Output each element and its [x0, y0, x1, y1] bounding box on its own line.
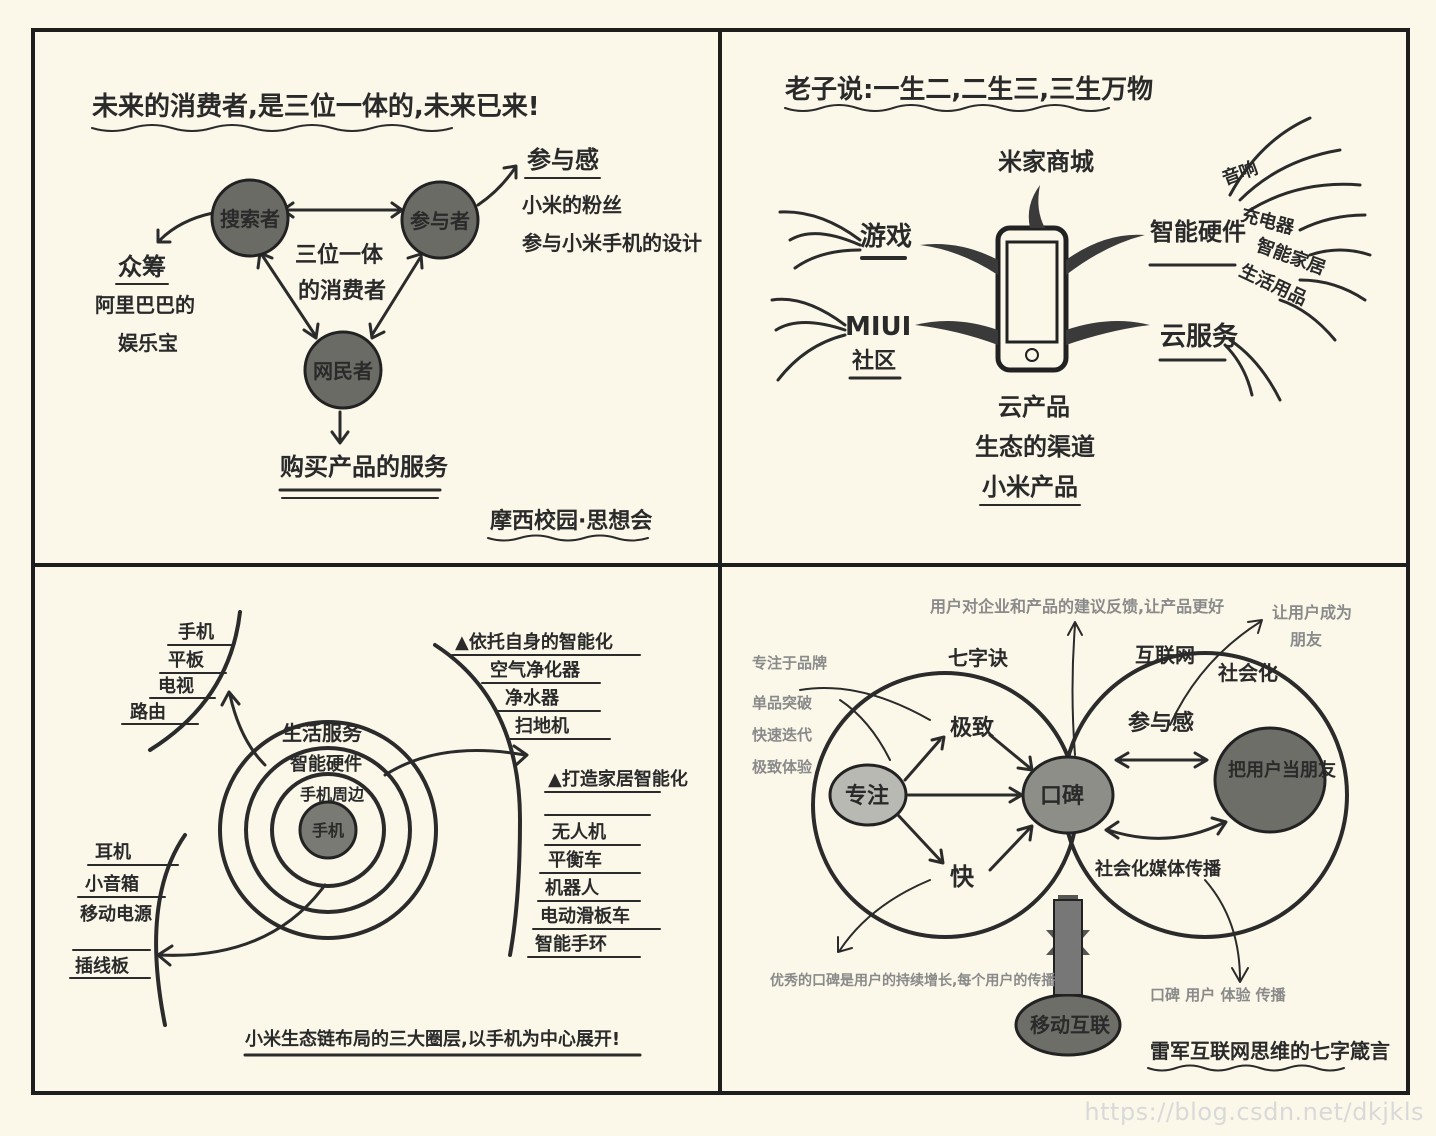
mr-item-2: 平衡车 [548, 849, 602, 871]
br-caption: 雷军互联网思维的七字箴言 [1150, 1039, 1390, 1063]
mi-store-label: 米家商城 [998, 148, 1094, 176]
top-note: 用户对企业和产品的建议反馈,让产品更好 [930, 597, 1224, 616]
internet-label: 互联网 [1135, 643, 1195, 667]
ring-1-label: 生活服务 [282, 721, 363, 745]
tl-title: 未来的消费者,是三位一体的,未来已来! [92, 91, 540, 122]
participant-node-label: 参与者 [410, 209, 470, 233]
search-node [210, 178, 290, 258]
media-label: 社会化媒体传播 [1095, 858, 1222, 880]
signature: 摩西校园·思想会 [490, 508, 652, 534]
crowdfunding-line-1: 阿里巴巴的 [95, 293, 195, 317]
crowdfunding-line-2: 娱乐宝 [118, 331, 178, 355]
bl-item-2: 小音箱 [85, 873, 139, 895]
bl-item-1: 耳机 [95, 842, 131, 863]
bottom-left-items: 耳机 小音箱 移动电源 插线板 [69, 842, 179, 979]
panel-bottom-left: 生活服务 智能硬件 手机周边 手机 手机 平板 电视 路由 ▲依托自身的智能化 … [69, 610, 688, 1057]
tl-item-1: 手机 [178, 621, 214, 643]
focus-node [828, 763, 908, 827]
bl-item-3: 移动电源 [80, 903, 152, 925]
bl-caption: 小米生态链布局的三大圈层,以手机为中心展开! [245, 1028, 620, 1050]
mr-list-title: ▲打造家居智能化 [548, 768, 688, 790]
game-label: 游戏 [860, 222, 912, 252]
extreme-label: 极致 [950, 715, 995, 741]
tr-item-3: 扫地机 [515, 715, 569, 737]
mr-item-5: 智能手环 [535, 933, 607, 955]
panel-bottom-right: 专注 口碑 极致 快 七字诀 互联网 社会化 参与感 把用户当朋友 社会化媒体传… [752, 597, 1390, 1072]
watermark: https://blog.csdn.net/dkjkls [1084, 1098, 1424, 1126]
bl-item-4: 插线板 [75, 955, 130, 977]
mi-products-label: 小米产品 [982, 473, 1078, 501]
participant-line-1: 小米的粉丝 [522, 193, 622, 217]
bottom-label: 购买产品的服务 [280, 453, 449, 481]
ring-4-label: 手机 [312, 821, 344, 840]
top-right-note-2: 朋友 [1290, 630, 1323, 649]
mr-item-4: 电动滑板车 [540, 905, 630, 927]
mr-item-3: 机器人 [545, 878, 600, 899]
cloud-service-label: 云服务 [1160, 322, 1238, 352]
center-label-2: 的消费者 [298, 278, 386, 304]
tr-item-2: 净水器 [505, 687, 560, 709]
crowdfunding-title: 众筹 [118, 253, 166, 281]
focus-label: 专注 [845, 783, 889, 809]
tr-list-title: ▲依托自身的智能化 [455, 631, 613, 653]
community-label: 社区 [852, 348, 896, 374]
top-right-note-1: 让用户成为 [1272, 603, 1352, 622]
fast-label: 快 [950, 863, 975, 891]
user-friend-label: 把用户当朋友 [1228, 759, 1336, 781]
user-friend-node [1213, 726, 1327, 834]
core-phone-circle [298, 800, 358, 860]
ring-2-label: 智能硬件 [290, 753, 362, 775]
miui-label: MIUI [845, 312, 911, 342]
participant-line-2: 参与小米手机的设计 [522, 231, 702, 255]
tr-item-1: 空气净化器 [490, 659, 581, 681]
left-note-4: 极致体验 [752, 758, 813, 776]
tl-item-2: 平板 [168, 649, 205, 671]
participant-node [400, 180, 480, 260]
ring-3-label: 手机周边 [300, 785, 365, 804]
top-right-items: ▲依托自身的智能化 空气净化器 净水器 扫地机 [451, 631, 641, 740]
panel-top-left: 未来的消费者,是三位一体的,未来已来! 搜索者 参与者 网民者 三位一体 的消费… [91, 91, 702, 542]
top-left-items: 手机 平板 电视 路由 [121, 621, 233, 725]
participant-title: 参与感 [527, 146, 599, 174]
bottom-right-note: 口碑 用户 体验 传播 [1150, 986, 1287, 1004]
mr-item-1: 无人机 [552, 822, 606, 843]
mobile-internet-label: 移动互联 [1030, 1013, 1110, 1037]
tl-item-3: 电视 [158, 675, 194, 697]
center-label-1: 三位一体 [295, 242, 384, 268]
cloud-product-label: 云产品 [998, 393, 1070, 421]
search-node-label: 搜索者 [220, 207, 280, 231]
smart-hardware-label: 智能硬件 [1150, 218, 1246, 246]
social-label: 社会化 [1217, 661, 1278, 685]
mid-right-items: ▲打造家居智能化 无人机 平衡车 机器人 电动滑板车 智能手环 [527, 768, 688, 958]
tl-item-4: 路由 [130, 701, 166, 723]
left-note-3: 快速迭代 [752, 726, 812, 744]
qijue-label: 七字诀 [948, 646, 1009, 670]
bottom-left-note: 优秀的口碑是用户的持续增长,每个用户的传播 [770, 972, 1056, 989]
left-note-2: 单品突破 [752, 694, 812, 712]
tr-title: 老子说:一生二,二生三,三生万物 [785, 75, 1153, 105]
left-note-1: 专注于品牌 [752, 654, 827, 672]
word-of-mouth-label: 口碑 [1040, 783, 1084, 809]
eco-channel-label: 生态的渠道 [975, 433, 1095, 461]
netizen-node-label: 网民者 [313, 359, 373, 383]
participation-label: 参与感 [1128, 710, 1194, 736]
netizen-node [303, 330, 383, 410]
